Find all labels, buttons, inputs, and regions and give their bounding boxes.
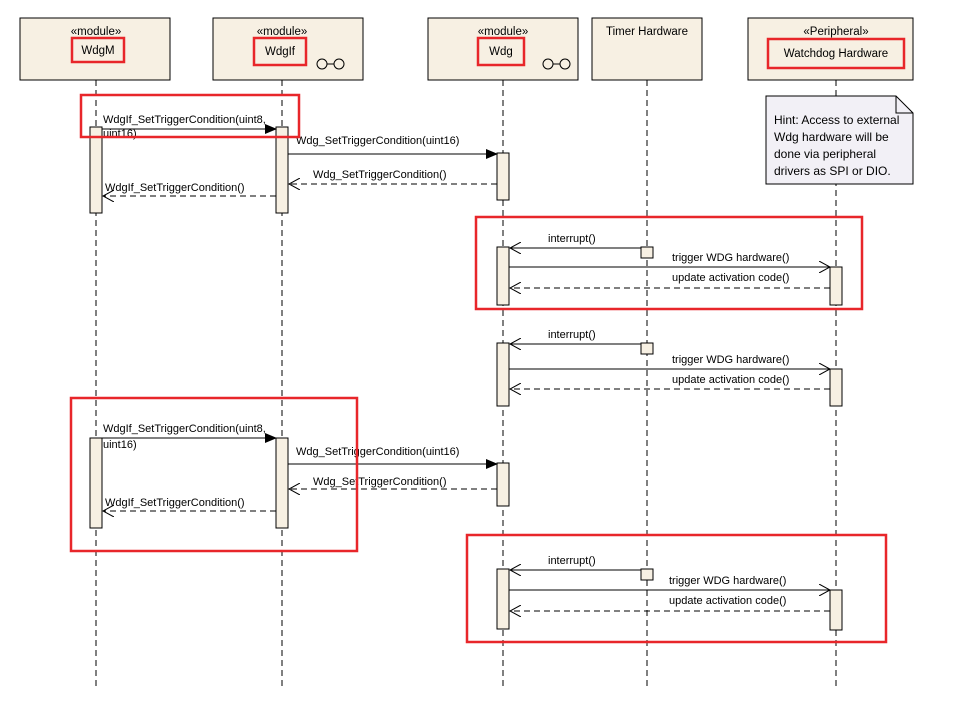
message-label: update activation code() bbox=[672, 272, 789, 284]
activation-timer bbox=[640, 568, 654, 581]
message-label: WdgIf_SetTriggerCondition() bbox=[105, 497, 245, 509]
lifeline-name: WdgM bbox=[81, 45, 114, 57]
activation-wdg bbox=[496, 246, 510, 306]
message-label: trigger WDG hardware() bbox=[669, 575, 786, 587]
hint-note: Hint: Access to external Wdg hardware wi… bbox=[765, 95, 914, 185]
lifeline-head-timer-hardware: Timer Hardware bbox=[591, 17, 703, 81]
interrupt-block-3: interrupt() trigger WDG hardware() updat… bbox=[509, 555, 830, 611]
message-label: trigger WDG hardware() bbox=[672, 252, 789, 264]
activation-timer bbox=[640, 246, 654, 259]
highlight-regions bbox=[69, 93, 888, 644]
lifeline-stereotype: «module» bbox=[478, 26, 529, 38]
highlight-box bbox=[252, 36, 308, 67]
activation-wdgif bbox=[275, 437, 289, 529]
activation-timer bbox=[640, 342, 654, 355]
lifeline-stereotype: «module» bbox=[257, 26, 308, 38]
note-line: Hint: Access to external bbox=[774, 113, 899, 127]
message-label: interrupt() bbox=[548, 555, 596, 567]
interrupt-block-1: interrupt() trigger WDG hardware() updat… bbox=[509, 233, 830, 288]
activation-wdgm bbox=[89, 126, 103, 214]
highlight-box bbox=[476, 36, 526, 67]
note-line: done via peripheral bbox=[774, 147, 876, 161]
activation-wdg bbox=[496, 462, 510, 507]
activation-wdgm bbox=[89, 437, 103, 529]
message-label: update activation code() bbox=[672, 374, 789, 386]
message-label: trigger WDG hardware() bbox=[672, 354, 789, 366]
note-line: Wdg hardware will be bbox=[774, 130, 889, 144]
message-group-2: WdgIf_SetTriggerCondition(uint8, uint16)… bbox=[102, 423, 498, 511]
message-label: Wdg_SetTriggerCondition(uint16) bbox=[296, 446, 459, 458]
highlight-region bbox=[79, 93, 301, 139]
message-label: uint16) bbox=[103, 439, 137, 451]
interface-icon bbox=[316, 58, 345, 70]
lifeline-name: WdgIf bbox=[265, 46, 296, 58]
interface-icon bbox=[542, 58, 571, 70]
message-label: update activation code() bbox=[669, 595, 786, 607]
lifeline-head-wdg: «module» Wdg bbox=[427, 17, 579, 81]
message-label: interrupt() bbox=[548, 233, 596, 245]
message-label: WdgIf_SetTriggerCondition(uint8, bbox=[103, 423, 266, 435]
lifeline-stereotype: «Peripheral» bbox=[803, 26, 868, 38]
note-line: drivers as SPI or DIO. bbox=[774, 164, 891, 178]
activation-wdg bbox=[496, 342, 510, 407]
highlight-box bbox=[70, 36, 126, 64]
highlight-region bbox=[474, 215, 864, 311]
message-group-1: WdgIf_SetTriggerCondition(uint8, uint16)… bbox=[102, 114, 498, 196]
lifeline-name: Wdg bbox=[489, 46, 513, 58]
activations bbox=[89, 126, 843, 631]
activation-watchdog bbox=[829, 368, 843, 407]
lifeline-head-wdgif: «module» WdgIf bbox=[212, 17, 364, 81]
lifeline-head-wdgm: «module» WdgM bbox=[19, 17, 171, 81]
activation-wdg bbox=[496, 568, 510, 630]
lifeline-name: Timer Hardware bbox=[606, 26, 688, 38]
lifeline-head-watchdog-hardware: «Peripheral» Watchdog Hardware bbox=[747, 17, 914, 81]
message-label: WdgIf_SetTriggerCondition(uint8, bbox=[103, 114, 266, 126]
lifeline-stereotype: «module» bbox=[71, 26, 122, 38]
activation-wdg bbox=[496, 152, 510, 201]
message-label: interrupt() bbox=[548, 329, 596, 341]
activation-watchdog bbox=[829, 266, 843, 306]
activation-watchdog bbox=[829, 589, 843, 631]
message-label: WdgIf_SetTriggerCondition() bbox=[105, 182, 245, 194]
activation-wdgif bbox=[275, 126, 289, 214]
highlight-region bbox=[69, 396, 359, 553]
lifeline-name: Watchdog Hardware bbox=[784, 48, 888, 60]
message-label: Wdg_SetTriggerCondition() bbox=[313, 169, 446, 181]
message-label: Wdg_SetTriggerCondition() bbox=[313, 476, 446, 488]
message-label: Wdg_SetTriggerCondition(uint16) bbox=[296, 135, 459, 147]
highlight-box bbox=[766, 37, 906, 70]
highlight-region bbox=[465, 533, 888, 644]
interrupt-block-2: interrupt() trigger WDG hardware() updat… bbox=[509, 329, 830, 389]
